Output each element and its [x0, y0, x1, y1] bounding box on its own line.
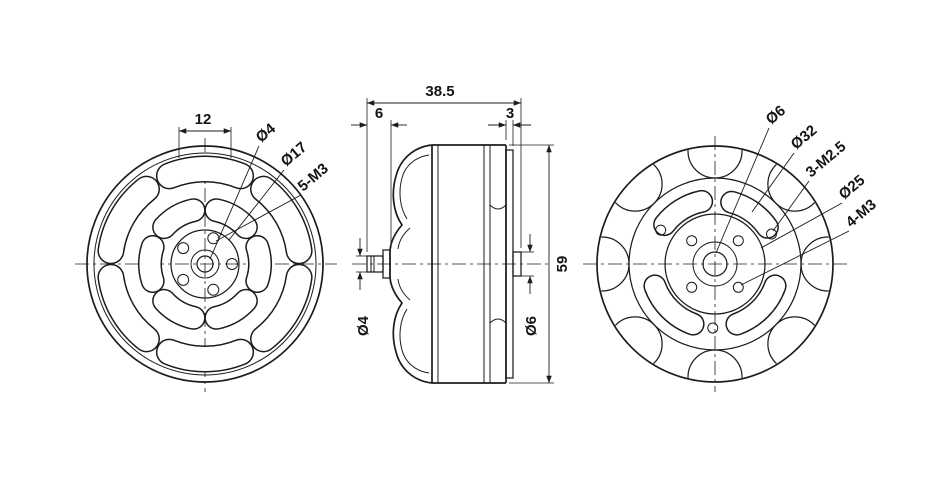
- side-dim-shaft-dia: Ø4: [355, 238, 372, 336]
- front-outer-rim: [86, 145, 324, 383]
- side-view: 38.5 6 3 59 Ø4: [351, 83, 571, 384]
- back-label-hub-d25: Ø25: [836, 172, 869, 203]
- side-bell-details: [397, 154, 430, 374]
- side-dim-height: 59: [509, 144, 571, 384]
- side-dim-height-label: 59: [554, 256, 571, 273]
- front-dim-12-label: 12: [195, 111, 212, 128]
- back-hub-step: [692, 241, 738, 287]
- back-face-circle: [628, 177, 802, 351]
- back-label-center-hole-d6: Ø6: [763, 102, 789, 128]
- front-hub-step: [190, 249, 220, 279]
- back-vent-slots: [643, 189, 787, 336]
- back-view: Ø6 Ø32 3-M2.5 Ø25 4-M3: [583, 102, 880, 392]
- front-dim-12: 12: [178, 111, 232, 158]
- front-label-hub-d17: Ø17: [278, 139, 311, 170]
- back-label-bolt-circle-d32: Ø32: [788, 122, 821, 153]
- front-shaft-hole-d4: [196, 255, 214, 273]
- back-label-screws-3m25: 3-M2.5: [803, 138, 850, 181]
- back-center-hole-d6: [702, 251, 728, 277]
- side-rear-stub: [512, 251, 522, 277]
- front-view: 12 Ø4 Ø17 5-M3: [75, 111, 337, 392]
- side-dim-rear-len-label: 3: [506, 105, 514, 122]
- side-dim-front-len: 6: [351, 105, 407, 248]
- back-screw-holes-3m25: [655, 224, 777, 334]
- front-outer-openings: [97, 155, 313, 373]
- side-dim-stub-dia-label: Ø6: [523, 316, 540, 336]
- side-dim-total: 38.5: [366, 83, 522, 252]
- front-label-screws-5m3: 5-M3: [295, 160, 332, 195]
- side-body: [431, 144, 522, 384]
- side-dim-shaft-dia-label: Ø4: [355, 315, 372, 336]
- side-bell-outline: [389, 144, 433, 384]
- side-dim-rear-len: 3: [488, 105, 531, 146]
- side-dim-stub-dia: Ø6: [521, 234, 540, 336]
- back-hub-circle-d25: [664, 213, 766, 315]
- front-hub-circle-d17: [170, 229, 240, 299]
- back-mount-holes-4m3: [686, 235, 744, 293]
- side-dim-total-label: 38.5: [425, 83, 454, 100]
- back-outer-rim: [596, 145, 834, 383]
- front-label-shaft-d4: Ø4: [253, 120, 280, 146]
- front-screw-holes-5m3: [177, 232, 238, 296]
- side-dim-front-len-label: 6: [375, 105, 383, 122]
- front-inner-rim: [93, 152, 317, 376]
